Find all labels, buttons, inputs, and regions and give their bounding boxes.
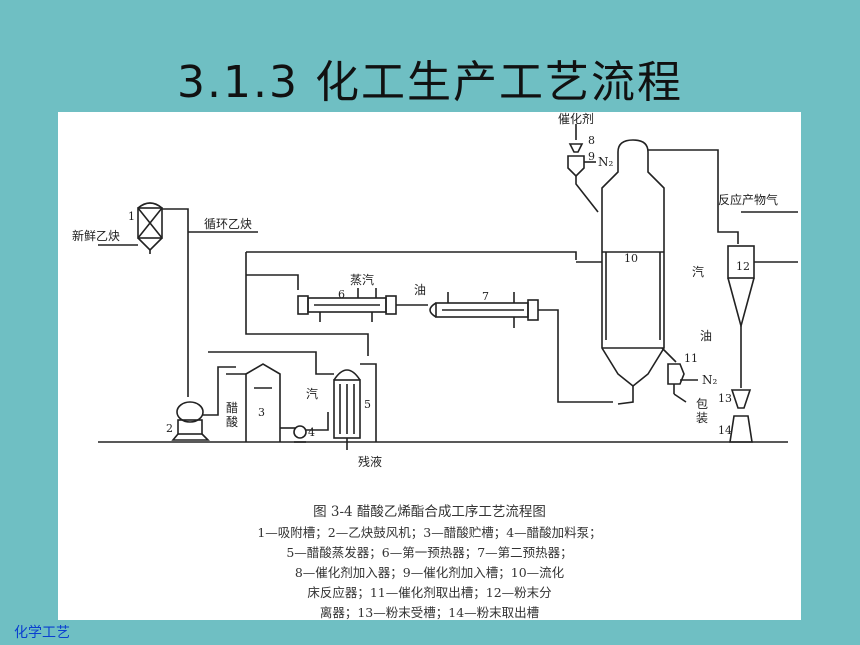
label-6: 6 (338, 288, 345, 301)
acetic-acid-storage-3 (226, 363, 296, 442)
preheater6-feed (246, 274, 299, 290)
label-n2-bottom: N₂ (702, 373, 718, 387)
slide-title: 3.1.3 化工生产工艺流程 (177, 57, 683, 108)
footer-label: 化学工艺 (14, 625, 70, 641)
acetylene-blower-2 (171, 366, 236, 441)
process-flow-diagram: 1 2 3 4 5 6 7 8 9 10 11 12 13 14 催化剂 N₂ … (72, 111, 798, 469)
label-package-2: 装 (696, 411, 708, 425)
label-fresh-acetylene: 新鲜乙炔 (72, 228, 120, 243)
label-8: 8 (588, 134, 595, 147)
acetic-acid-evaporator-5 (333, 363, 377, 450)
catalyst-feeder-8-9 (567, 124, 599, 213)
label-11: 11 (684, 352, 698, 365)
blower-to-evaporator-line (208, 351, 334, 375)
label-7: 7 (482, 290, 489, 303)
second-preheater-7 (429, 292, 539, 328)
first-preheater-6 (297, 288, 397, 322)
label-reaction-gas: 反应产物气 (718, 192, 778, 207)
label-4: 4 (308, 426, 315, 439)
label-oil-right: 油 (700, 329, 712, 343)
label-5: 5 (364, 398, 371, 411)
powder-receiver-13-14 (729, 389, 753, 443)
label-catalyst: 催化剂 (558, 112, 594, 126)
label-1: 1 (128, 210, 135, 223)
label-12: 12 (736, 260, 750, 273)
catalyst-withdrawal-11 (661, 347, 698, 403)
top-feed-loop (246, 251, 577, 260)
label-3: 3 (258, 406, 265, 419)
caption-line-1: 1—吸附槽；2—乙炔鼓风机；3—醋酸贮槽；4—醋酸加料泵； (257, 525, 602, 540)
label-steam-top: 蒸汽 (350, 272, 374, 287)
caption-line-4: 床反应器；11—催化剂取出槽；12—粉末分 (307, 585, 552, 600)
label-recycle-acetylene: 循环乙炔 (204, 217, 252, 231)
label-residue: 残液 (358, 454, 382, 469)
preheater7-to-reactor (538, 309, 613, 403)
powder-separator-12 (727, 211, 798, 388)
caption-line-2: 5—醋酸蒸发器；6—第一预热器；7—第二预热器； (286, 545, 573, 560)
label-14: 14 (718, 424, 732, 437)
label-acid-2: 酸 (226, 414, 238, 429)
caption-line-5: 离器；13—粉末受槽；14—粉末取出槽 (319, 605, 540, 620)
label-13: 13 (718, 392, 732, 405)
label-9: 9 (588, 150, 595, 163)
acetic-acid-pump-4 (293, 412, 329, 443)
fluidized-bed-reactor-10 (601, 139, 665, 405)
caption-heading: 图 3-4 醋酸乙烯酯合成工序工艺流程图 (313, 504, 546, 520)
diagram-panel: 1 2 3 4 5 6 7 8 9 10 11 12 13 14 催化剂 N₂ … (58, 111, 801, 620)
label-oil-mid: 油 (414, 283, 426, 297)
label-n2-top: N₂ (598, 155, 614, 169)
tank1-to-blower-line (162, 208, 189, 397)
caption-line-3: 8—催化剂加入器；9—催化剂加入槽；10—流化 (294, 565, 565, 580)
label-package-1: 包 (696, 397, 708, 411)
label-2: 2 (166, 422, 173, 435)
preheat-loop (245, 252, 369, 356)
label-steam-evap: 汽 (306, 386, 318, 401)
adsorption-tank-1 (137, 202, 163, 254)
label-steam-right: 汽 (692, 264, 704, 279)
reactor-outlet-line (648, 149, 739, 244)
label-10: 10 (624, 252, 638, 265)
label-acid-1: 醋 (226, 400, 238, 415)
